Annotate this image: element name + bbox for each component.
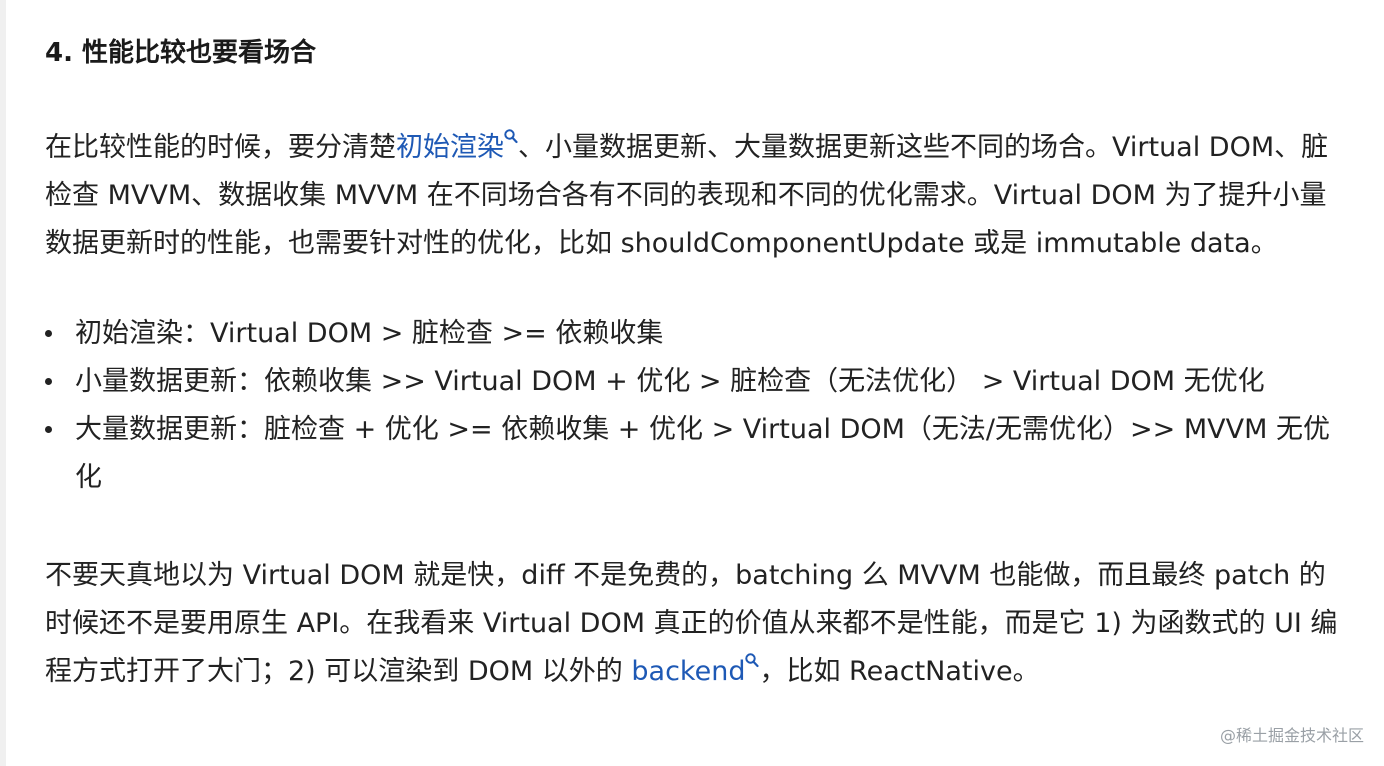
paragraph-text: ，比如 ReactNative。 xyxy=(759,656,1040,687)
paragraph-text: 、小量数据更新、大量数据更新这些不同的场合。Virtual DOM、脏检查 MV… xyxy=(45,132,1329,259)
search-icon xyxy=(504,129,518,145)
initial-render-link[interactable]: 初始渲染 xyxy=(396,129,518,163)
link-text: backend xyxy=(631,656,746,687)
list-item-text: 大量数据更新：脏检查 + 优化 >= 依赖收集 + 优化 > Virtual D… xyxy=(75,414,1330,493)
list-item-text: 小量数据更新：依赖收集 >> Virtual DOM + 优化 > 脏检查（无法… xyxy=(75,366,1265,397)
list-item: 初始渲染：Virtual DOM > 脏检查 >= 依赖收集 xyxy=(45,310,1345,358)
paragraph-performance-scenarios: 在比较性能的时候，要分清楚初始渲染、小量数据更新、大量数据更新这些不同的场合。V… xyxy=(45,124,1345,268)
link-text: 初始渲染 xyxy=(396,132,504,163)
watermark: @稀土掘金技术社区 xyxy=(1219,726,1364,745)
paragraph-conclusion: 不要天真地以为 Virtual DOM 就是快，diff 不是免费的，batch… xyxy=(45,552,1345,696)
left-edge-border xyxy=(0,0,6,766)
article-section: 4. 性能比较也要看场合 在比较性能的时候，要分清楚初始渲染、小量数据更新、大量… xyxy=(45,34,1345,696)
bullet-dot xyxy=(45,330,52,337)
list-item: 小量数据更新：依赖收集 >> Virtual DOM + 优化 > 脏检查（无法… xyxy=(45,358,1345,406)
paragraph-text: 在比较性能的时候，要分清楚 xyxy=(45,132,396,163)
comparison-list: 初始渲染：Virtual DOM > 脏检查 >= 依赖收集 小量数据更新：依赖… xyxy=(45,310,1345,502)
bullet-dot xyxy=(45,378,52,385)
bullet-dot xyxy=(45,426,52,433)
section-heading: 4. 性能比较也要看场合 xyxy=(45,38,317,68)
paragraph-text: 不要天真地以为 Virtual DOM 就是快，diff 不是免费的，batch… xyxy=(45,560,1338,687)
backend-link[interactable]: backend xyxy=(631,653,760,687)
list-item: 大量数据更新：脏检查 + 优化 >= 依赖收集 + 优化 > Virtual D… xyxy=(45,406,1345,502)
list-item-text: 初始渲染：Virtual DOM > 脏检查 >= 依赖收集 xyxy=(75,318,664,349)
search-icon xyxy=(745,653,760,669)
